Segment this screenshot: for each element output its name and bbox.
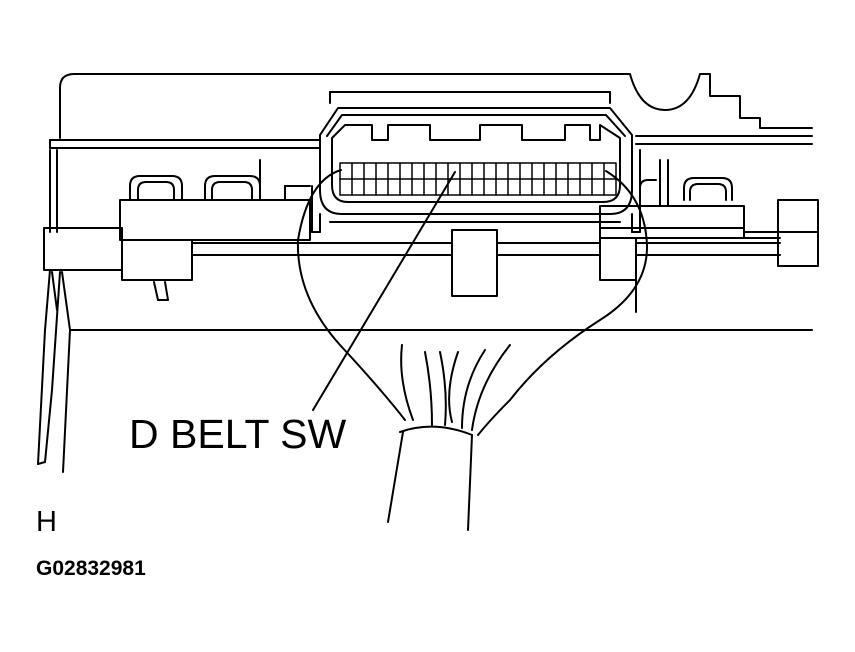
- figure-id: G02832981: [36, 557, 146, 580]
- harness-clip: [451, 229, 498, 297]
- left-bracket: [37, 149, 71, 473]
- leader-line: [312, 171, 456, 411]
- left-blocks: [43, 159, 311, 301]
- terminal-grid: [339, 162, 617, 196]
- callout-loop: [296, 169, 649, 436]
- wire-bundle: [387, 344, 511, 531]
- housing-top: [49, 73, 813, 149]
- callout-label: D BELT SW: [129, 411, 347, 457]
- view-letter: H: [36, 506, 57, 538]
- rails: [69, 227, 813, 331]
- connector-shell: [311, 107, 641, 233]
- right-blocks: [599, 159, 819, 313]
